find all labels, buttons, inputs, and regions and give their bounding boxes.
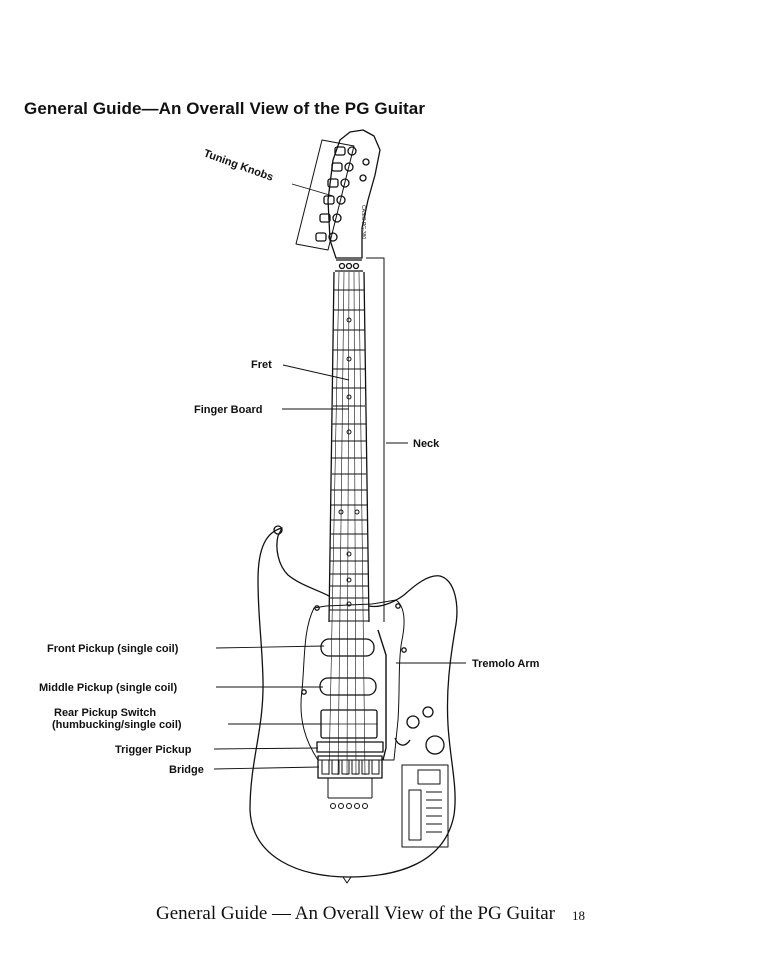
label-finger-board: Finger Board [194, 404, 262, 416]
page-heading: General Guide—An Overall View of the PG … [24, 99, 426, 118]
front-pickup [320, 638, 375, 657]
label-tuning-knobs: Tuning Knobs [202, 148, 275, 184]
middle-pickup [319, 677, 377, 696]
headstock [327, 129, 381, 259]
label-bridge: Bridge [169, 764, 204, 776]
tuning-knobs [315, 146, 357, 242]
control-panel [401, 764, 449, 848]
trigger-pickup [316, 741, 384, 753]
label-front-pickup: Front Pickup (single coil) [47, 643, 179, 655]
headstock-brand-text: CASIO PG-380 [360, 205, 366, 239]
guitar-diagram: CASIO PG-380 Tuning Knobs Fret Finger Bo… [39, 129, 540, 884]
strings [328, 271, 366, 776]
pickguard [300, 599, 405, 761]
label-tremolo-arm: Tremolo Arm [472, 658, 540, 670]
tuning-knob-box [295, 139, 355, 251]
label-middle-pickup: Middle Pickup (single coil) [39, 682, 177, 694]
label-neck: Neck [413, 438, 440, 450]
page-number: 18 [572, 908, 585, 923]
label-trigger-pickup: Trigger Pickup [115, 744, 192, 756]
label-rear-pickup-switch-sub: (humbucking/single coil) [52, 719, 182, 731]
label-fret: Fret [251, 359, 272, 371]
label-rear-pickup-switch: Rear Pickup Switch [54, 707, 156, 719]
leader-lines [213, 183, 466, 770]
footer-caption: General Guide — An Overall View of the P… [156, 903, 555, 924]
tremolo-arm [377, 629, 387, 761]
neck-bracket [366, 257, 385, 622]
guitar-body [249, 527, 458, 878]
